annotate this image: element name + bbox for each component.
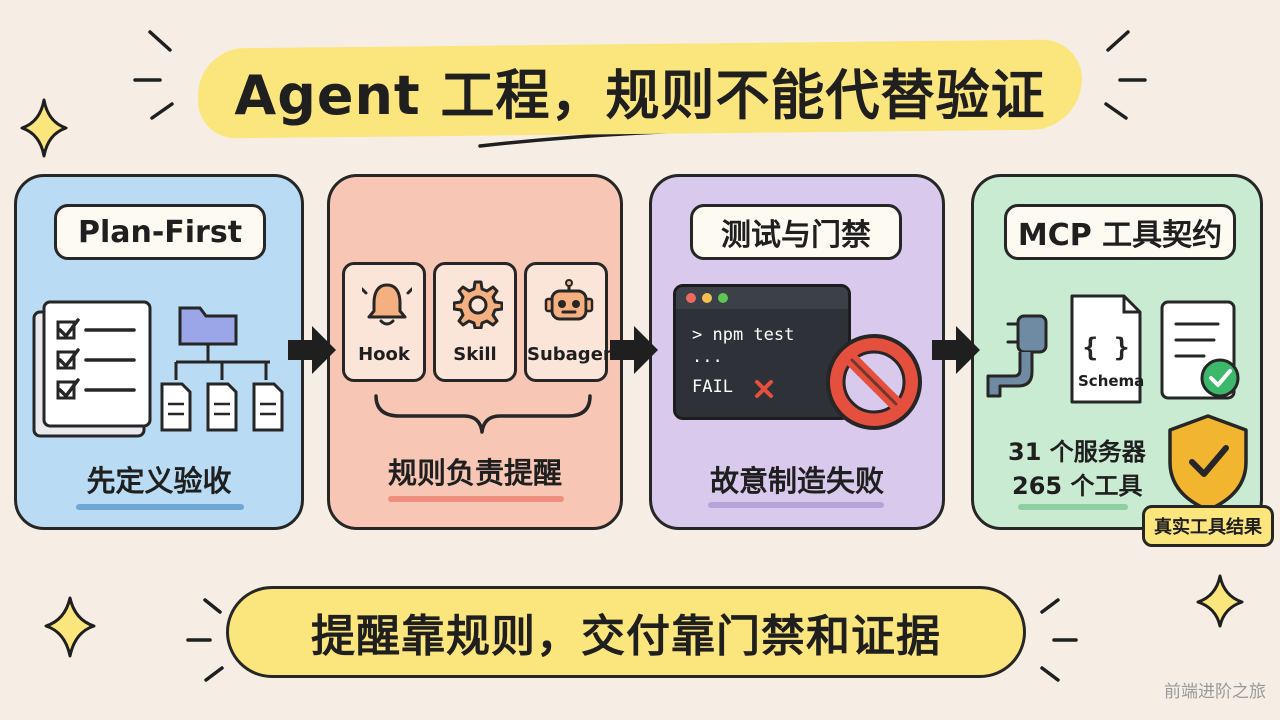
terminal-command: > npm test	[692, 325, 795, 345]
minimize-dot	[702, 293, 712, 303]
terminal-fail: FAIL	[692, 377, 733, 397]
plan-caption: 先定义验收	[86, 464, 232, 498]
watermark: 前端进阶之旅	[1164, 682, 1266, 702]
mcp-label: MCP 工具契约	[1004, 204, 1236, 260]
close-dot	[686, 293, 696, 303]
maximize-dot	[718, 293, 728, 303]
subagent-card: Subagent	[524, 262, 625, 382]
gear-icon	[453, 280, 503, 329]
schema-label: Schema	[1078, 372, 1145, 390]
hook-label: Hook	[358, 344, 410, 365]
bell-icon	[362, 283, 412, 326]
testing-caption-underline	[708, 502, 884, 508]
hook-card: Hook	[342, 262, 426, 382]
rules-caption: 规则负责提醒	[387, 456, 562, 490]
prohibited-icon	[826, 334, 922, 430]
plan-first-label: Plan-First	[54, 204, 266, 260]
mcp-stats-underline	[1018, 504, 1128, 510]
page-title: Agent 工程，规则不能代替验证	[234, 63, 1046, 127]
testing-label: 测试与门禁	[690, 204, 902, 260]
skill-card: Skill	[433, 262, 517, 382]
robot-icon	[544, 279, 594, 321]
testing-caption: 故意制造失败	[709, 464, 884, 498]
plan-caption-underline	[76, 504, 244, 510]
fail-x-icon	[755, 380, 773, 398]
mcp-servers-stat: 31 个服务器	[1008, 438, 1146, 466]
rules-caption-underline	[388, 496, 564, 502]
terminal-output: ...	[692, 347, 723, 367]
terminal-window: > npm test ... FAIL	[673, 284, 851, 420]
mcp-tools-stat: 265 个工具	[1012, 472, 1143, 500]
real-results-badge: 真实工具结果	[1142, 505, 1274, 547]
bottom-summary: 提醒靠规则，交付靠门禁和证据	[226, 586, 1026, 678]
skill-label: Skill	[453, 344, 497, 365]
subagent-label: Subagent	[527, 344, 625, 365]
terminal-titlebar	[676, 287, 848, 309]
